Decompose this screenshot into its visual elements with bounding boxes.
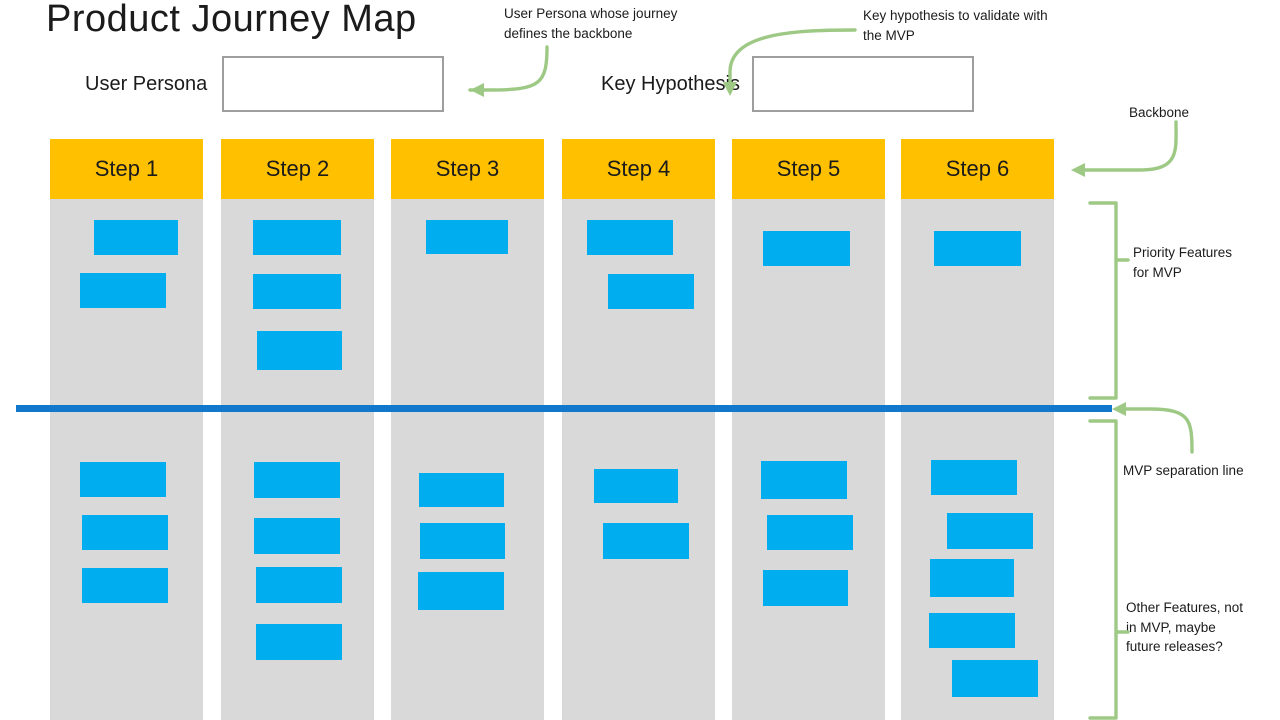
arrowhead-backbone — [1071, 163, 1085, 177]
mvp-feature-card[interactable] — [94, 220, 178, 255]
column-backlog-lane-step-4 — [562, 412, 715, 720]
column-header-step-6[interactable]: Step 6 — [901, 139, 1054, 199]
other-feature-card[interactable] — [594, 469, 678, 503]
mvp-separation-line — [16, 405, 1112, 412]
other-feature-card[interactable] — [952, 660, 1038, 697]
column-mvp-lane-step-6 — [901, 199, 1054, 405]
other-feature-card[interactable] — [418, 572, 504, 610]
column-header-step-3[interactable]: Step 3 — [391, 139, 544, 199]
other-feature-card[interactable] — [947, 513, 1033, 549]
annotation-mvp-separation-line: MVP separation line — [1123, 463, 1244, 478]
mvp-feature-card[interactable] — [763, 231, 850, 266]
user-persona-label: User Persona — [85, 73, 208, 95]
column-header-step-2[interactable]: Step 2 — [221, 139, 374, 199]
column-header-label: Step 6 — [945, 156, 1010, 181]
column-backlog-lane-step-3 — [391, 412, 544, 720]
column-header-label: Step 2 — [265, 156, 330, 181]
column-backlog-lane-step-2 — [221, 412, 374, 720]
annotation-backbone: Backbone — [1129, 105, 1190, 120]
other-feature-card[interactable] — [82, 568, 168, 603]
mvp-feature-card[interactable] — [608, 274, 694, 309]
other-feature-card[interactable] — [929, 613, 1015, 648]
other-feature-card[interactable] — [82, 515, 168, 550]
other-feature-card[interactable] — [930, 559, 1014, 597]
bracket-priority — [1088, 201, 1130, 400]
other-feature-card[interactable] — [603, 523, 689, 559]
mvp-feature-card[interactable] — [934, 231, 1021, 266]
mvp-feature-card[interactable] — [80, 273, 166, 308]
other-feature-card[interactable] — [419, 473, 504, 507]
key-hypothesis-input[interactable] — [752, 56, 974, 112]
user-persona-input[interactable] — [222, 56, 444, 112]
other-feature-card[interactable] — [254, 462, 340, 498]
other-feature-card[interactable] — [420, 523, 505, 559]
page-title: Product Journey Map — [46, 0, 417, 40]
arrow-persona — [468, 45, 549, 92]
column-header-label: Step 4 — [606, 156, 671, 181]
other-feature-card[interactable] — [761, 461, 847, 499]
mvp-feature-card[interactable] — [253, 220, 341, 255]
arrow-backbone — [1076, 120, 1178, 172]
column-header-step-5[interactable]: Step 5 — [732, 139, 885, 199]
key-hypothesis-label: Key Hypothesis — [601, 73, 740, 95]
column-mvp-lane-step-5 — [732, 199, 885, 405]
mvp-feature-card[interactable] — [257, 331, 342, 370]
mvp-feature-card[interactable] — [253, 274, 341, 309]
other-feature-card[interactable] — [254, 518, 340, 554]
other-feature-card[interactable] — [256, 624, 342, 660]
mvp-feature-card[interactable] — [587, 220, 673, 255]
column-backlog-lane-step-1 — [50, 412, 203, 720]
arrowhead-persona — [470, 83, 484, 97]
annotation-persona: User Persona whose journey defines the b… — [504, 6, 678, 41]
column-header-label: Step 5 — [776, 156, 841, 181]
annotation-hypothesis: Key hypothesis to validate with the MVP — [863, 8, 1048, 43]
annotation-priority-features: Priority Features for MVP — [1133, 245, 1233, 280]
arrowhead-mvp-line — [1112, 402, 1126, 416]
other-feature-card[interactable] — [763, 570, 848, 606]
arrow-mvp-line — [1116, 407, 1194, 454]
other-feature-card[interactable] — [767, 515, 853, 550]
other-feature-card[interactable] — [931, 460, 1017, 495]
column-header-label: Step 3 — [435, 156, 500, 181]
column-backlog-lane-step-5 — [732, 412, 885, 720]
mvp-feature-card[interactable] — [426, 220, 508, 254]
other-feature-card[interactable] — [80, 462, 166, 497]
other-feature-card[interactable] — [256, 567, 342, 603]
column-header-step-1[interactable]: Step 1 — [50, 139, 203, 199]
annotation-other-features: Other Features, not in MVP, maybe future… — [1126, 600, 1244, 655]
column-header-label: Step 1 — [94, 156, 159, 181]
column-header-step-4[interactable]: Step 4 — [562, 139, 715, 199]
